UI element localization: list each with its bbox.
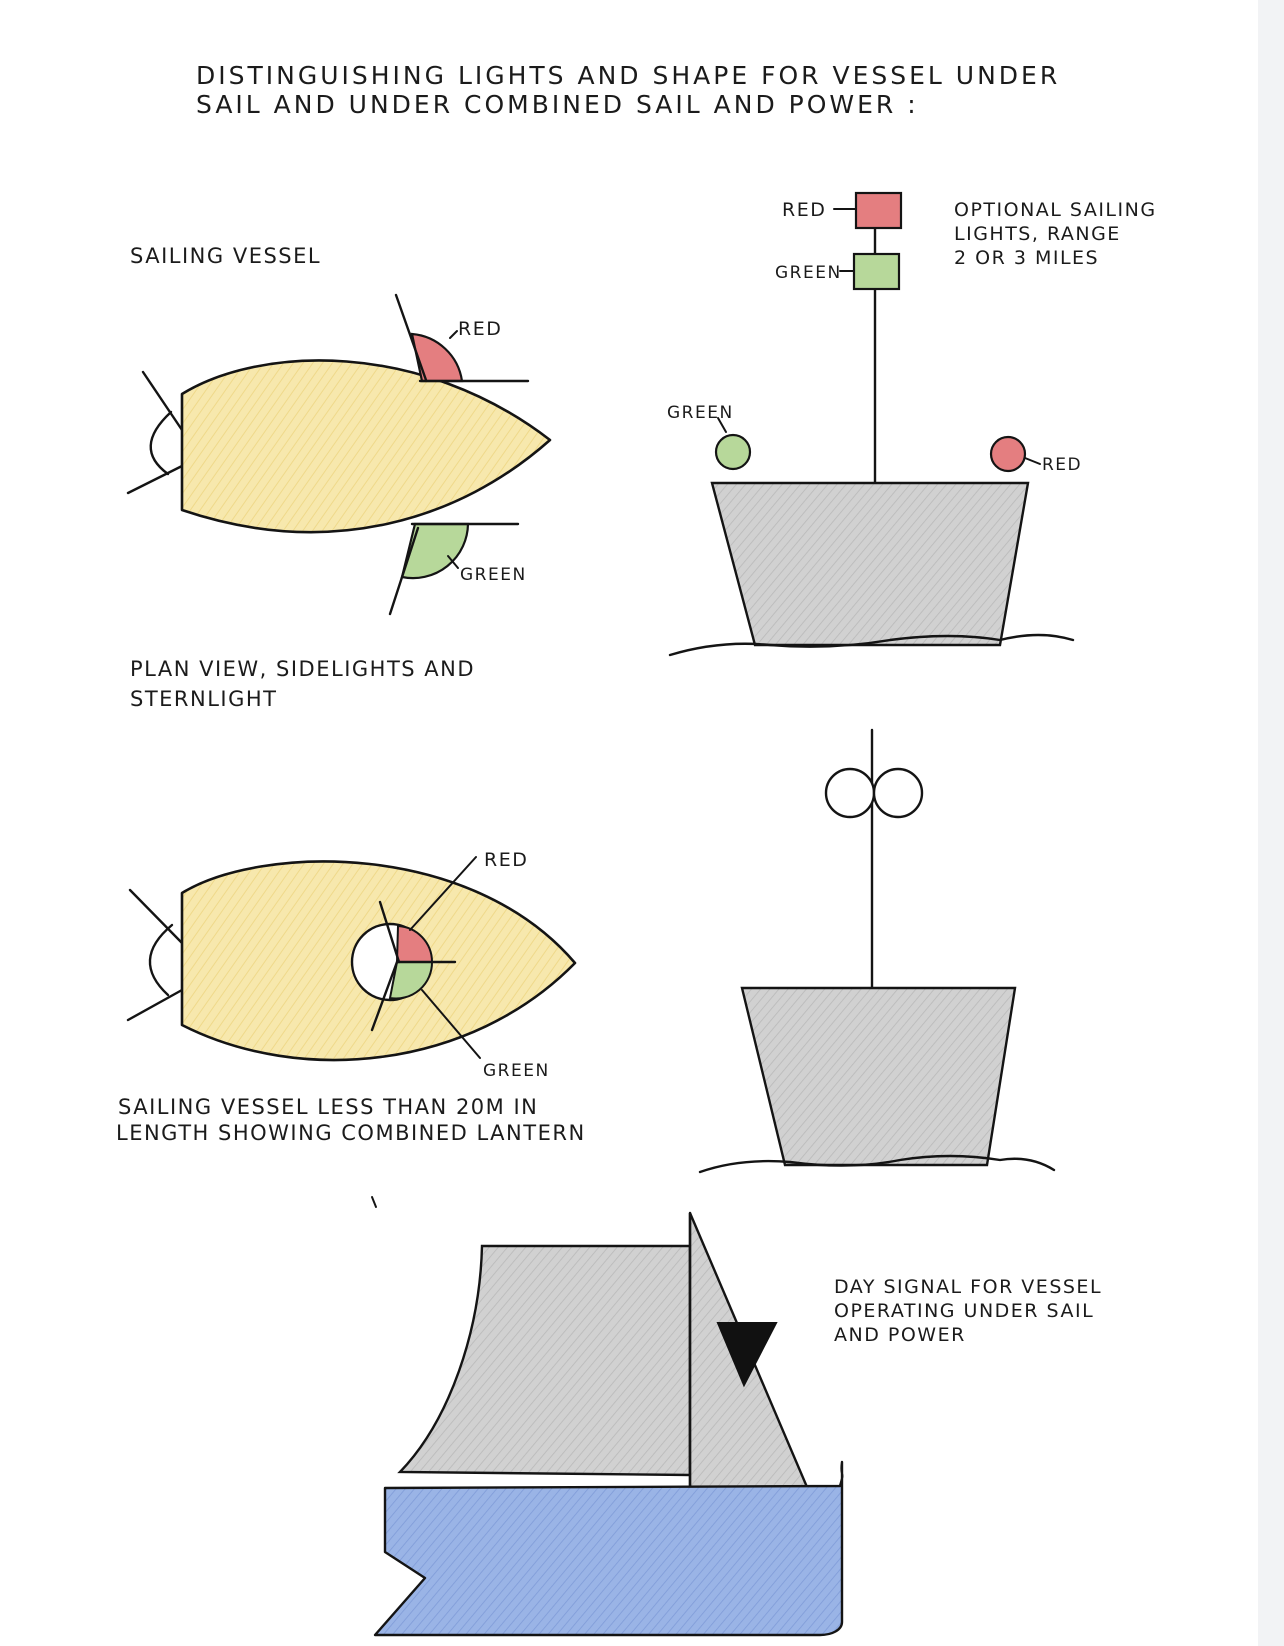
side-green-label: GREEN [667,403,734,423]
masthead-light-left [824,767,876,819]
lantern-green-label: GREEN [483,1061,550,1081]
plan-view-caption-1: PLAN VIEW, SIDELIGHTS AND [130,657,475,681]
side-green-light [714,433,752,471]
lantern-red-leader [409,856,477,931]
stern-sector-line-lower [126,988,184,1022]
day-signal-note-3: AND POWER [834,1324,966,1346]
combined-lantern-caption-2: LENGTH SHOWING COMBINED LANTERN [116,1121,586,1145]
side-red-leader [1024,457,1041,465]
pencil-tick [371,1196,377,1208]
lantern-green-leader [421,989,481,1059]
sternlight-arc [149,410,173,476]
green-label: GREEN [460,565,527,585]
side-red-light [989,435,1027,473]
sternlight-sector-line-upper [141,370,184,432]
combined-lantern-caption-1: SAILING VESSEL LESS THAN 20M IN [118,1095,538,1119]
lantern-line-upper [378,900,401,964]
green-sidelight-sector [400,522,470,580]
title-line-1: DISTINGUISHING LIGHTS AND SHAPE FOR VESS… [196,61,1060,90]
day-signal-note-2: OPERATING UNDER SAIL [834,1300,1094,1322]
front-view-hull [710,481,1030,647]
masthead-green-label: GREEN [775,263,842,283]
lantern-green-sector [388,961,434,1000]
front-view-waterline [668,633,1075,657]
plan-view-caption-2: STERNLIGHT [130,687,278,711]
front-view-panel: RED GREEN OPTIONAL SAILING LIGHTS, RANGE… [667,191,1157,657]
masthead-red-label: RED [782,199,826,221]
stern-sector-line-upper [128,888,184,945]
mainsail [397,1244,692,1477]
front-view-panel-2 [371,728,1056,1208]
masthead-green-light [852,252,901,291]
plan-view-panel: SAILING VESSEL RED GREEN PLAN VIEW, SIDE… [126,244,552,711]
optional-lights-note-1: OPTIONAL SAILING [954,199,1157,221]
day-signal-note-1: DAY SIGNAL FOR VESSEL [834,1276,1102,1298]
stern-arc-2 [148,923,174,997]
red-leader [449,330,458,339]
paper-edge [1258,0,1284,1646]
side-green-leader [717,417,727,433]
optional-lights-note-3: 2 OR 3 MILES [954,247,1099,269]
sailboat-hull [373,1460,844,1637]
title-line-2: SAIL AND UNDER COMBINED SAIL AND POWER : [196,90,919,119]
front-view-hull-2 [740,986,1017,1167]
masthead-red-light [854,191,903,230]
masthead-light-right [872,767,924,819]
sailing-vessel-heading: SAILING VESSEL [130,244,321,268]
lantern-line-lower [370,960,399,1032]
red-sidelight-sector [410,332,464,383]
day-shape-cone [716,1322,778,1388]
lantern-red-label: RED [484,849,528,871]
red-label: RED [458,318,502,340]
green-leader [447,555,459,569]
lantern-red-sector [395,924,434,963]
red-sector-line [394,293,428,382]
green-sector-line [388,526,420,616]
hull-plan-view [180,359,552,534]
optional-lights-note-2: LIGHTS, RANGE [954,223,1121,245]
side-red-label: RED [1042,455,1082,475]
combined-lantern-panel: RED GREEN SAILING VESSEL LESS THAN 20M I… [116,849,586,1145]
day-signal-panel: DAY SIGNAL FOR VESSEL OPERATING UNDER SA… [373,1211,1102,1637]
front-view-waterline-2 [698,1154,1056,1174]
sternlight-sector-line-lower [126,464,184,495]
